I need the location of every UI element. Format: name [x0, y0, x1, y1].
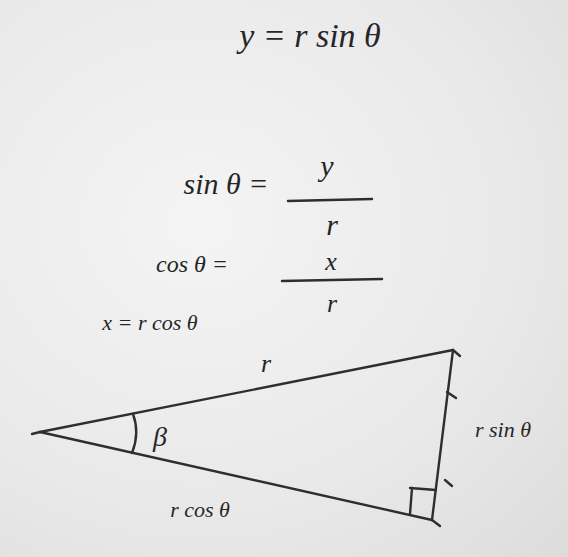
fraction-denominator: r: [326, 210, 338, 240]
equation: cos θ =: [156, 252, 228, 276]
tick: [453, 350, 460, 356]
equation: y = r sin θ: [239, 19, 381, 53]
tick: [447, 392, 456, 398]
adjacent-side: [40, 432, 432, 520]
angle-arc: [132, 414, 136, 453]
side-label: r sin θ: [475, 419, 531, 441]
fraction-numerator: x: [325, 249, 337, 275]
hypotenuse: [40, 350, 453, 432]
fraction-bar: [288, 199, 372, 201]
equation: sin θ =: [184, 169, 269, 199]
opposite-side: [432, 350, 453, 520]
side-label: r cos θ: [170, 499, 230, 521]
fraction-denominator: r: [327, 291, 337, 317]
angle-label: β: [153, 423, 167, 451]
tick: [445, 480, 452, 486]
side-label: r: [261, 351, 271, 377]
tick: [432, 520, 440, 526]
equation: x = r cos θ: [102, 312, 197, 334]
fraction-numerator: y: [320, 151, 333, 181]
right-angle-mark: [410, 488, 436, 514]
fraction-bar: [282, 279, 382, 281]
tick: [32, 432, 40, 434]
